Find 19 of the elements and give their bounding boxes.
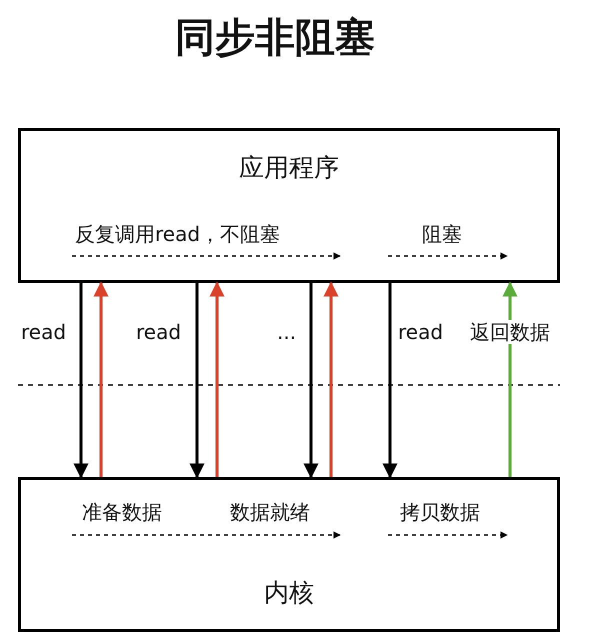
process-box [18, 477, 560, 632]
step-label: 准备数据 [82, 500, 162, 524]
process-box [18, 128, 560, 283]
title: 同步非阻塞 [174, 14, 376, 62]
step-label: 数据就绪 [230, 500, 310, 524]
edge-label: 返回数据 [469, 320, 551, 344]
box-title: 内核 [263, 578, 315, 608]
box-title: 应用程序 [238, 153, 340, 183]
step-label: 反复调用read，不阻塞 [75, 222, 280, 246]
arrow [382, 283, 398, 478]
arrow [190, 283, 204, 478]
arrow [324, 282, 338, 477]
arrow [94, 282, 108, 477]
arrow [74, 283, 88, 478]
step-label: 阻塞 [422, 222, 462, 246]
step-label: 拷贝数据 [400, 500, 480, 524]
arrow [502, 282, 518, 477]
arrow [210, 282, 224, 477]
arrow [304, 283, 318, 478]
